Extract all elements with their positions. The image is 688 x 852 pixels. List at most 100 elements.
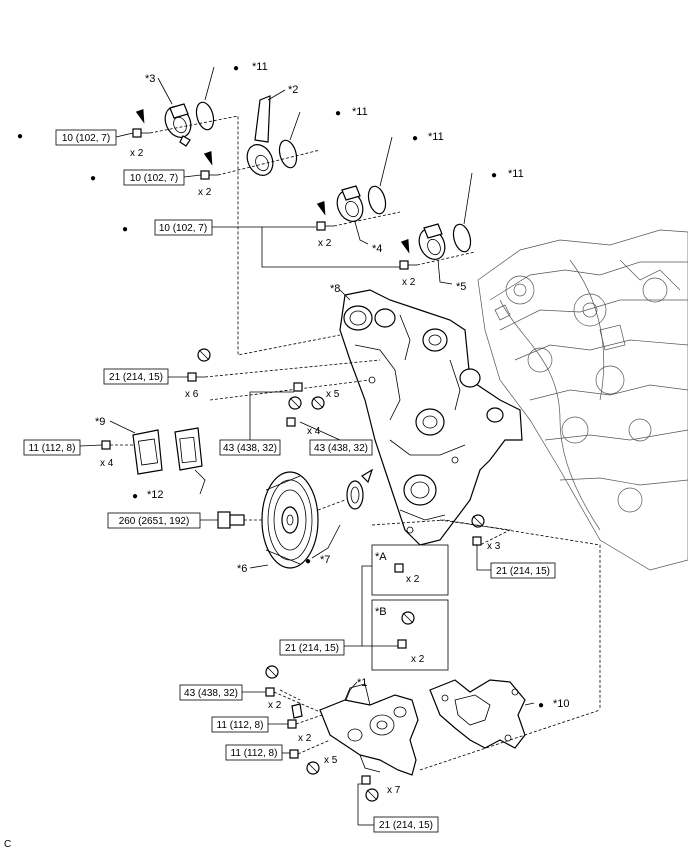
svg-text:11 (112, 8): 11 (112, 8) (231, 748, 278, 759)
water-inlet-cover-9 (132, 429, 163, 475)
callout-9: *9 (95, 416, 105, 428)
svg-text:43 (438, 32): 43 (438, 32) (184, 688, 238, 699)
bolt-9 (101, 440, 111, 450)
callout-6: *6 (237, 563, 247, 575)
bolt-a (394, 563, 404, 573)
callout-10: *10 (553, 698, 570, 710)
oil-seal-7 (346, 468, 374, 510)
svg-text:43 (438, 32): 43 (438, 32) (314, 443, 368, 454)
svg-text:21 (214, 15): 21 (214, 15) (109, 372, 163, 383)
torque-box-13: 11 (112, 8) (225, 744, 283, 761)
svg-text:11 (112, 8): 11 (112, 8) (29, 443, 76, 454)
torque-box-11: 43 (438, 32) (179, 684, 243, 701)
qty-7: x 4 (307, 426, 321, 437)
callout-a: *A (375, 551, 387, 563)
qty-3: x 2 (318, 238, 332, 249)
torque-box-1: 10 (102, 7) (55, 129, 117, 146)
svg-text:43 (438, 32): 43 (438, 32) (223, 443, 277, 454)
qty-8: x 4 (100, 458, 114, 469)
svg-text:21 (214, 15): 21 (214, 15) (285, 643, 339, 654)
qty-12: x 2 (268, 700, 282, 711)
svg-text:21 (214, 15): 21 (214, 15) (496, 566, 550, 577)
callout-11d: *11 (508, 168, 524, 180)
bolt-group-10 (289, 749, 320, 775)
cover-part-4 (336, 185, 364, 222)
torque-box-14: 21 (214, 15) (373, 816, 439, 833)
torque-box-6: 43 (438, 32) (309, 439, 373, 456)
qty-1: x 2 (130, 148, 144, 159)
qty-9: x 3 (487, 541, 501, 552)
callout-11a: *11 (252, 61, 268, 73)
callout-5: *5 (456, 281, 466, 293)
callout-8: *8 (330, 283, 340, 295)
svg-text:260 (2651, 192): 260 (2651, 192) (119, 516, 190, 527)
torque-box-12: 11 (112, 8) (211, 716, 269, 733)
bolt-group-8 (265, 665, 279, 697)
detail-box-a (371, 544, 449, 596)
svg-text:11 (112, 8): 11 (112, 8) (217, 720, 264, 731)
cover-part-2 (246, 95, 274, 176)
svg-text:21 (214, 15): 21 (214, 15) (379, 820, 433, 831)
timing-chain-cover (339, 289, 523, 546)
torque-box-7: 11 (112, 8) (23, 439, 81, 456)
torque-box-5: 43 (438, 32) (219, 439, 281, 456)
svg-text:10 (102, 7): 10 (102, 7) (130, 173, 178, 184)
bullet-10: ● (538, 700, 544, 711)
callout-3: *3 (145, 73, 155, 85)
bolt-group-4 (399, 239, 417, 270)
bullet-7: ● (122, 224, 128, 235)
qty-5: x 6 (185, 389, 199, 400)
callout-1: *1 (357, 677, 367, 689)
bullet-8: ● (132, 491, 138, 502)
bolt-group-11 (361, 775, 379, 802)
qty-4: x 2 (402, 277, 416, 288)
qty-2: x 2 (198, 187, 212, 198)
bullet-3: ● (412, 133, 418, 144)
o-ring-11d (452, 223, 472, 253)
crank-pulley-bolt (217, 511, 245, 529)
torque-box-8: 260 (2651, 192) (107, 512, 201, 529)
torque-box-9: 21 (214, 15) (490, 562, 556, 579)
callout-7: *7 (320, 554, 330, 566)
svg-text:10 (102, 7): 10 (102, 7) (62, 133, 110, 144)
svg-text:10 (102, 7): 10 (102, 7) (159, 223, 207, 234)
callout-2: *2 (288, 84, 298, 96)
qty-11: x 2 (411, 654, 425, 665)
detail-box-b (371, 599, 449, 671)
qty-15: x 7 (387, 785, 401, 796)
callout-b: *B (375, 606, 387, 618)
bolt-b (397, 639, 407, 649)
callout-11b: *11 (352, 106, 368, 118)
torque-box-3: 10 (102, 7) (154, 219, 213, 236)
callout-4: *4 (372, 243, 382, 255)
callout-11c: *11 (428, 131, 444, 143)
callout-12: *12 (147, 489, 164, 501)
bolt-group-7 (471, 514, 485, 546)
qty-13: x 2 (298, 733, 312, 744)
bolt-group-6 (286, 382, 325, 427)
o-ring-11c (367, 185, 387, 215)
cover-part-3 (164, 103, 192, 147)
torque-box-4: 21 (214, 15) (103, 368, 169, 385)
engine-block-drawing (477, 229, 688, 571)
o-ring-11b (278, 139, 298, 169)
bolt-group-3 (316, 201, 334, 231)
water-pump-1 (319, 683, 419, 776)
o-ring-11a (195, 101, 215, 131)
water-pump-gasket-10 (429, 679, 526, 749)
torque-box-2: 10 (102, 7) (123, 169, 185, 186)
crankshaft-pulley-6 (261, 471, 319, 569)
bullet-2: ● (335, 108, 341, 119)
qty-10: x 2 (406, 574, 420, 585)
bullet-1: ● (233, 63, 239, 74)
bolt-group-1 (132, 109, 150, 138)
bullet-4: ● (491, 170, 497, 181)
figure-code: C (4, 839, 11, 850)
bullet-6: ● (90, 173, 96, 184)
bullet-9: ● (305, 556, 311, 567)
bolt-group-2 (200, 151, 218, 180)
qty-14: x 5 (324, 755, 338, 766)
bolt-group-9 (287, 703, 303, 729)
qty-6: x 5 (326, 389, 340, 400)
